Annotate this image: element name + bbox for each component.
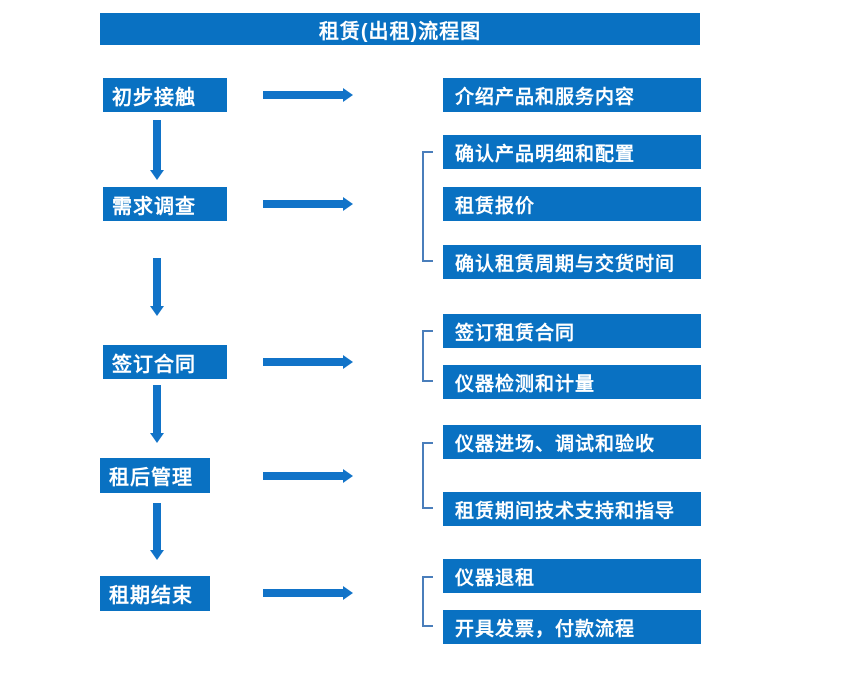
- detail-label: 确认产品明细和配置: [455, 143, 636, 165]
- detail-box-invoice-payment: 开具发票，付款流程: [443, 610, 701, 644]
- arrow-head: [150, 306, 164, 316]
- arrow-shaft: [263, 472, 344, 480]
- detail-box-instrument-arrival-acceptance: 仪器进场、调试和验收: [443, 425, 701, 459]
- detail-label: 仪器检测和计量: [455, 373, 596, 395]
- arrow-head: [343, 469, 353, 483]
- arrow-right-icon: [263, 197, 353, 211]
- bracket-connector: [422, 442, 433, 509]
- detail-label: 确认租赁周期与交货时间: [455, 253, 676, 275]
- arrow-right-icon: [263, 355, 353, 369]
- arrow-down-icon: [150, 120, 164, 180]
- detail-label: 签订租赁合同: [455, 322, 576, 344]
- bracket-connector: [422, 576, 433, 627]
- arrow-head: [150, 550, 164, 560]
- arrow-shaft: [153, 120, 161, 171]
- step-label: 租后管理: [109, 467, 193, 489]
- step-box-post-rental-management: 租后管理: [100, 458, 210, 493]
- step-label: 租期结束: [109, 585, 193, 607]
- arrow-right-icon: [263, 88, 353, 102]
- step-label: 初步接触: [112, 86, 196, 109]
- detail-box-introduce-products: 介绍产品和服务内容: [443, 78, 701, 112]
- arrow-head: [343, 88, 353, 102]
- arrow-head: [150, 170, 164, 180]
- detail-box-technical-support: 租赁期间技术支持和指导: [443, 492, 701, 526]
- arrow-down-icon: [150, 503, 164, 560]
- detail-label: 仪器退租: [455, 567, 536, 589]
- detail-label: 介绍产品和服务内容: [455, 86, 636, 108]
- diagram-title: 租赁(出租)流程图: [318, 20, 482, 43]
- arrow-shaft: [263, 200, 344, 208]
- detail-label: 开具发票，付款流程: [455, 618, 636, 640]
- arrow-right-icon: [263, 469, 353, 483]
- arrow-shaft: [153, 503, 161, 551]
- arrow-shaft: [263, 358, 344, 366]
- detail-label: 仪器进场、调试和验收: [455, 433, 656, 455]
- arrow-shaft: [263, 91, 344, 99]
- diagram-title-bar: 租赁(出租)流程图: [100, 13, 700, 45]
- arrow-down-icon: [150, 385, 164, 443]
- arrow-head: [150, 433, 164, 443]
- detail-box-confirm-product-config: 确认产品明细和配置: [443, 135, 701, 169]
- detail-label: 租赁报价: [455, 195, 536, 217]
- step-box-initial-contact: 初步接触: [103, 78, 227, 112]
- detail-box-rental-quote: 租赁报价: [443, 187, 701, 221]
- step-box-sign-contract: 签订合同: [103, 345, 227, 379]
- detail-box-instrument-return: 仪器退租: [443, 559, 701, 593]
- arrow-head: [343, 586, 353, 600]
- detail-label: 租赁期间技术支持和指导: [455, 500, 676, 522]
- bracket-connector: [422, 151, 433, 262]
- step-box-demand-survey: 需求调查: [103, 187, 227, 221]
- step-label: 需求调查: [112, 195, 196, 218]
- arrow-down-icon: [150, 258, 164, 316]
- step-label: 签订合同: [112, 353, 196, 376]
- arrow-head: [343, 355, 353, 369]
- arrow-shaft: [153, 385, 161, 434]
- step-box-rental-end: 租期结束: [100, 576, 210, 611]
- detail-box-sign-rental-contract: 签订租赁合同: [443, 314, 701, 348]
- bracket-connector: [422, 330, 433, 382]
- arrow-shaft: [263, 589, 344, 597]
- arrow-right-icon: [263, 586, 353, 600]
- arrow-shaft: [153, 258, 161, 307]
- arrow-head: [343, 197, 353, 211]
- detail-box-confirm-period-delivery: 确认租赁周期与交货时间: [443, 245, 701, 279]
- detail-box-instrument-inspection: 仪器检测和计量: [443, 365, 701, 399]
